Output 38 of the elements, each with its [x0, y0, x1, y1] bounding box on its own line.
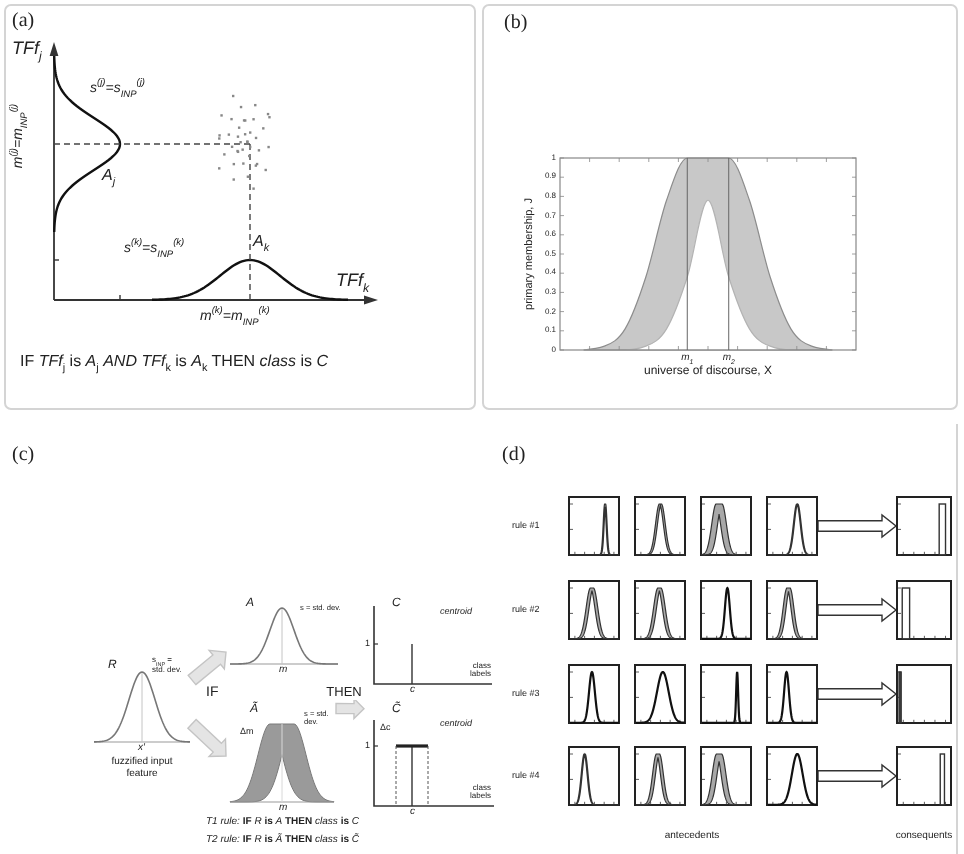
axis-label: TFf$_{j}$ [12, 40, 42, 60]
block-arrow [817, 513, 898, 539]
membership-plot [766, 664, 818, 724]
membership-plot [766, 496, 818, 556]
membership-plot [568, 746, 620, 806]
class-range-plot [364, 704, 496, 820]
membership-plot [766, 746, 818, 806]
bar-plot [896, 496, 952, 556]
panel-label: (b) [504, 12, 528, 34]
block-arrow [335, 696, 365, 721]
membership-plot [766, 580, 818, 640]
membership-plot [568, 496, 620, 556]
membership-plot [700, 580, 752, 640]
panel-label: (c) [12, 444, 35, 466]
bar-plot [896, 580, 952, 640]
block-arrow [817, 597, 898, 623]
membership-plot [634, 496, 686, 556]
panel-label: (d) [502, 444, 526, 466]
bar-plot [896, 746, 952, 806]
bar-plot [896, 664, 952, 724]
gaussian-band-plot [226, 704, 336, 816]
axis-label: TFf$_{k}$ [336, 272, 370, 292]
curve-label: A$_{j}$ [102, 168, 116, 186]
membership-plot [700, 496, 752, 556]
block-arrow [817, 681, 898, 707]
block-arrow [186, 718, 227, 758]
block-arrow [187, 649, 227, 686]
membership-plot [634, 664, 686, 724]
panel-label: (a) [12, 10, 35, 32]
membership-plot [634, 746, 686, 806]
membership-plot [700, 664, 752, 724]
rule-text: IF TFf$_{j}$ is A$_{j}$ AND TFf$_{k}$ is A$_{k}$ THEN class is C [20, 354, 329, 372]
membership-plot [700, 746, 752, 806]
membership-plot [634, 580, 686, 640]
curve-label: A$_{k}$ [253, 234, 270, 252]
membership-plot [568, 664, 620, 724]
block-arrow [817, 763, 898, 789]
membership-plot [568, 580, 620, 640]
